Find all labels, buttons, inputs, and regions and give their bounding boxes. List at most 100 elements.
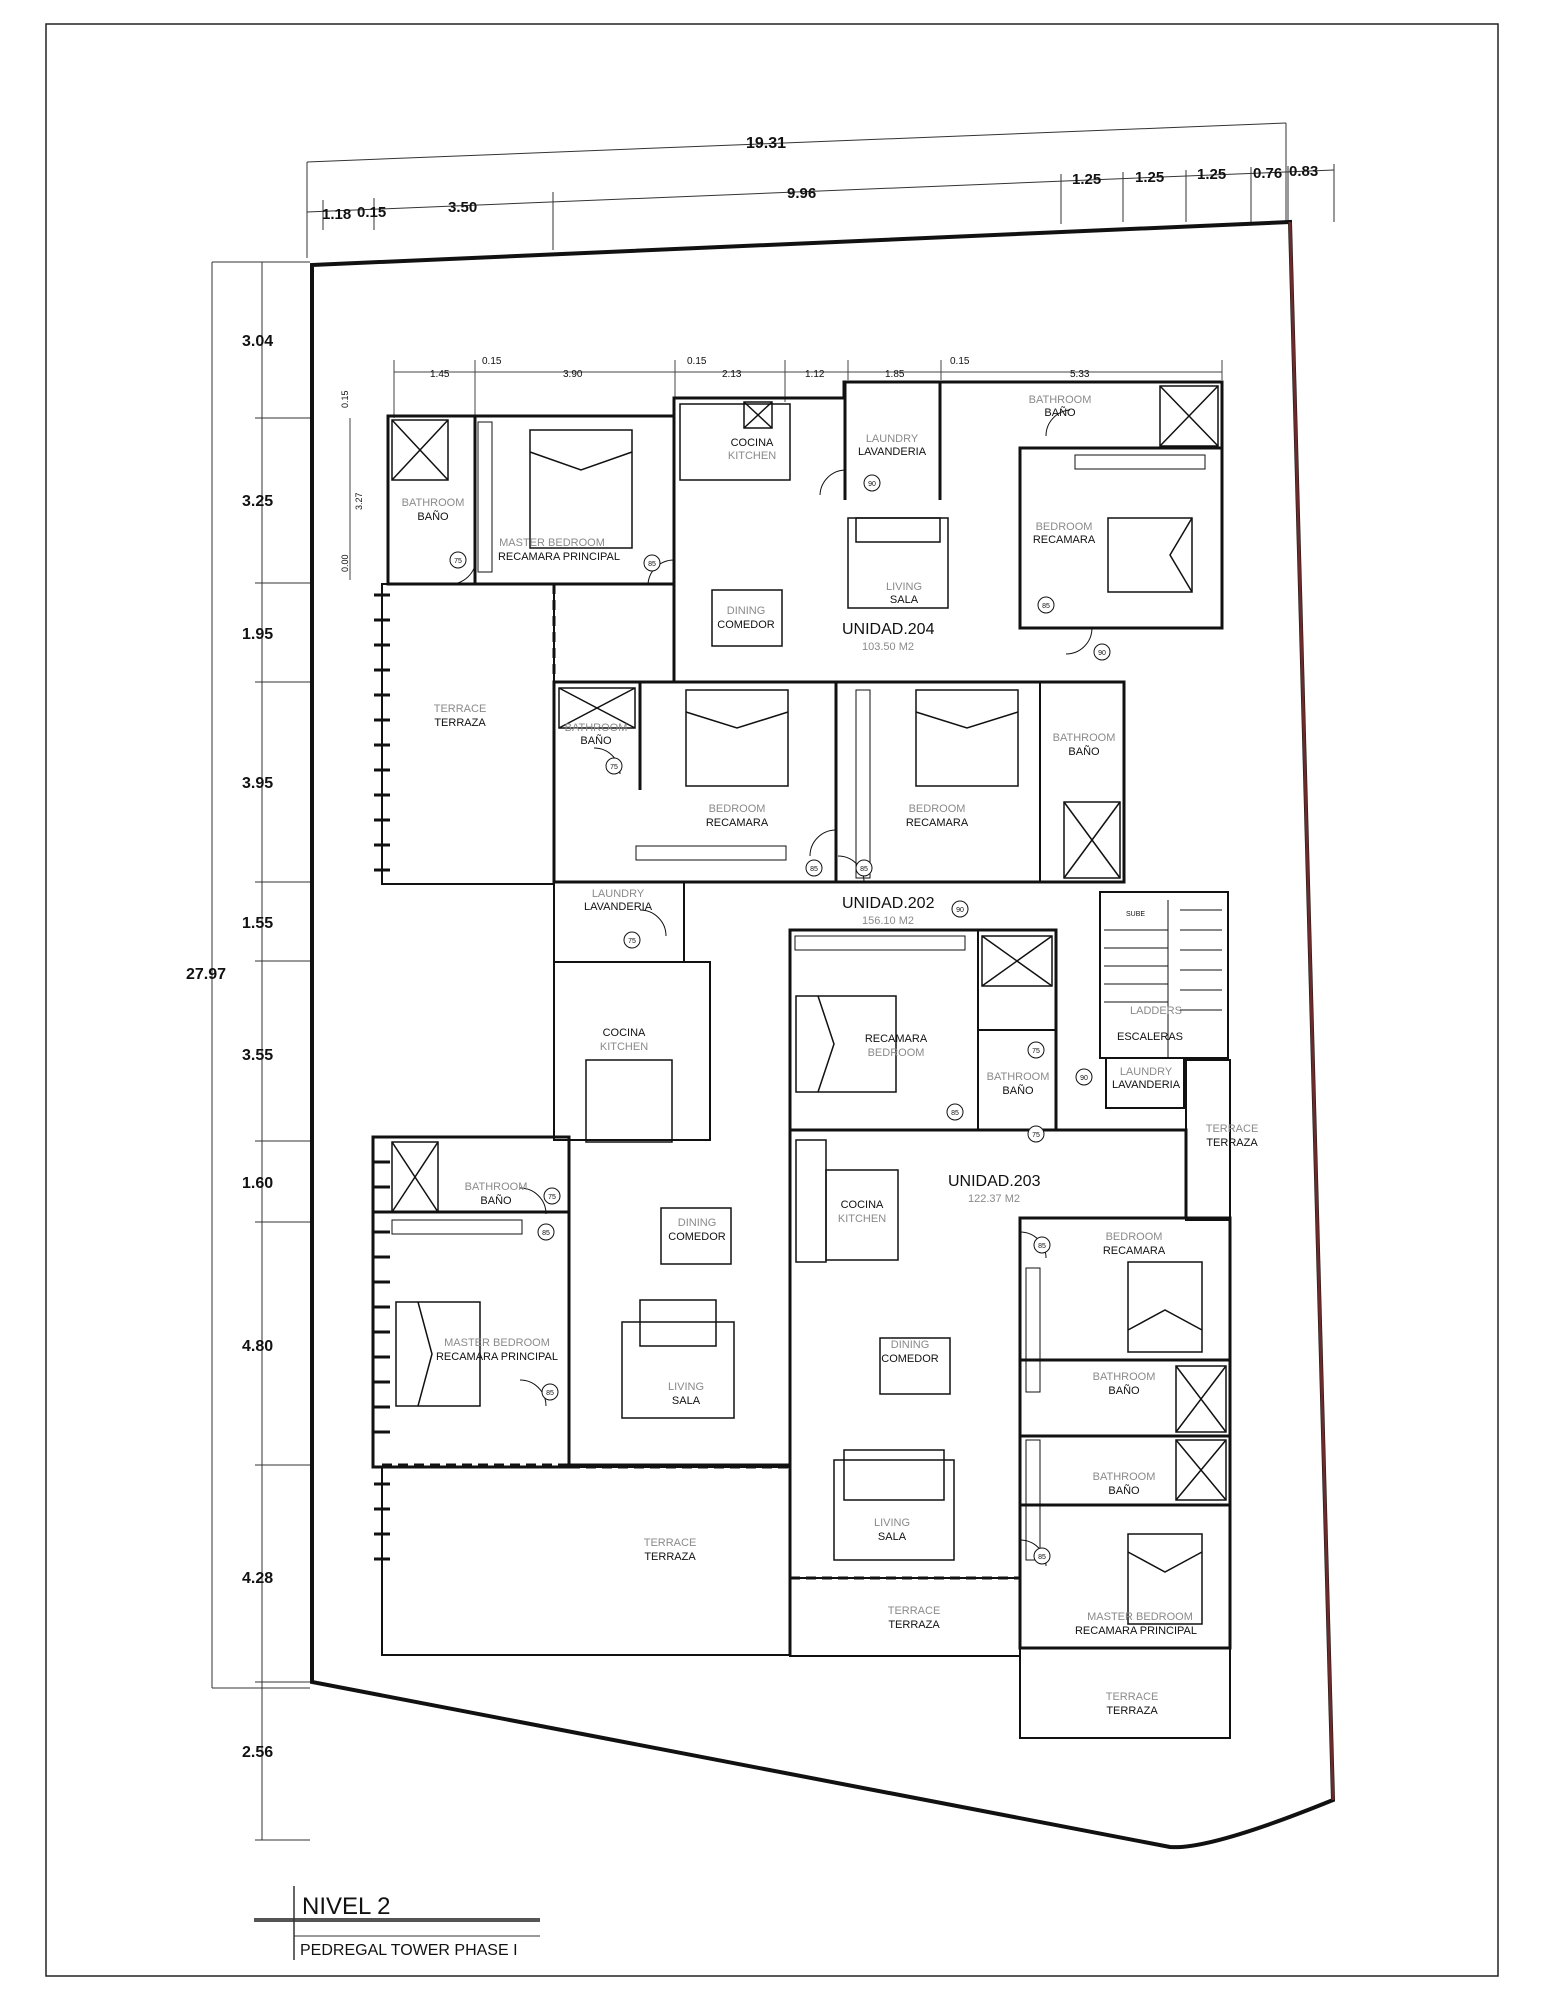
door-tags	[449, 474, 1111, 1565]
dim-top-seg-6: 1.25	[1197, 166, 1226, 183]
left-dimension-chain	[211, 261, 310, 1841]
unit-name: UNIDAD.204	[842, 621, 935, 638]
room-labels: BATHROOM BAÑO MASTER BEDROOM RECAMARA PR…	[402, 394, 1259, 1717]
room-label-en: LAUNDRY	[866, 433, 919, 445]
door-tag: 85	[542, 1230, 550, 1237]
room-label-en: MASTER BEDROOM	[499, 537, 605, 549]
door-tag: 90	[1080, 1075, 1088, 1082]
dim-inner-left-2: 0.00	[340, 554, 350, 572]
room-label-en: TERRACE	[888, 1605, 941, 1617]
dim-inner-4: 2.13	[722, 369, 742, 380]
room-label-en: BATHROOM	[1093, 1471, 1156, 1483]
dim-left-seg-0: 3.04	[242, 333, 273, 350]
beds	[395, 429, 1203, 1625]
kitchen-counters	[585, 403, 899, 1263]
dim-top-seg-4: 1.25	[1072, 171, 1101, 188]
room-label-es: TERRAZA	[1206, 1137, 1258, 1149]
door-tag: 85	[860, 866, 868, 873]
room-label-es: BAÑO	[580, 734, 612, 747]
door-tag-circle	[1075, 1068, 1093, 1086]
dim-inner-6: 1.85	[885, 369, 905, 380]
door-tag: 85	[810, 866, 818, 873]
room-label-en: KITCHEN	[728, 450, 776, 462]
door-tag: 85	[1038, 1243, 1046, 1250]
terrace-railings	[374, 593, 390, 1561]
stair-note: SUBE	[1126, 911, 1145, 918]
unit-labels: UNIDAD.204 103.50 M2 UNIDAD.202 156.10 M…	[842, 621, 1041, 1205]
door-tag: 90	[868, 481, 876, 488]
dim-inner-1: 0.15	[482, 356, 502, 367]
door-tag: 85	[1038, 1554, 1046, 1561]
wall-terrace-bottom-mid	[789, 1577, 1021, 1657]
door-tag: 75	[1032, 1132, 1040, 1139]
sofas	[621, 517, 955, 1561]
dim-top-seg-7: 0.76	[1253, 165, 1282, 182]
sliding-doors	[382, 584, 1228, 1650]
dim-left-segments: 3.04 3.25 1.95 3.95 1.55 3.55 1.60 4.80 …	[242, 333, 273, 1761]
door-tag-circle	[537, 1223, 555, 1241]
room-label-es: RECAMARA	[1033, 534, 1096, 546]
sheet-border	[45, 23, 1499, 1977]
dim-inner-2: 3.90	[563, 369, 583, 380]
dim-inner-left-1: 3.27	[354, 492, 364, 510]
unit-area: 103.50 M2	[862, 641, 914, 653]
dim-left-seg-8: 4.28	[242, 1570, 273, 1587]
door-tag: 75	[548, 1194, 556, 1201]
dim-top-seg-5: 1.25	[1135, 169, 1164, 186]
dim-top-seg-1: 0.15	[357, 204, 386, 221]
room-label-es: LAVANDERIA	[858, 446, 927, 458]
wall-u202-kitchen	[553, 961, 711, 1141]
unit-name: UNIDAD.202	[842, 895, 935, 912]
walls	[371, 380, 1232, 1739]
door-swings	[449, 409, 1093, 1567]
room-label-es: LAVANDERIA	[584, 901, 653, 913]
door-tag-circle	[805, 859, 823, 877]
room-label-es: BAÑO	[480, 1194, 512, 1207]
door-tag: 85	[546, 1390, 554, 1397]
dim-left-seg-2: 1.95	[242, 626, 273, 643]
door-tag-circle	[951, 900, 969, 918]
room-label-en: TERRACE	[1106, 1691, 1159, 1703]
room-label-es: SALA	[878, 1531, 907, 1543]
room-label-en: DINING	[727, 605, 766, 617]
project-title: PEDREGAL TOWER PHASE I	[300, 1942, 518, 1959]
dim-inner-7: 0.15	[950, 356, 970, 367]
door-tag-circle	[543, 1187, 561, 1205]
room-label-en: DINING	[678, 1217, 717, 1229]
room-label-es: TERRAZA	[888, 1619, 940, 1631]
dim-top-overall: 19.31	[746, 135, 786, 152]
dim-inner-3: 0.15	[687, 356, 707, 367]
dim-top-seg-2: 3.50	[448, 199, 477, 216]
door-tag-circle	[449, 551, 467, 569]
door-tag: 90	[956, 907, 964, 914]
dim-left-overall: 27.97	[186, 966, 226, 983]
room-label-es: LAVANDERIA	[1112, 1079, 1181, 1091]
stair-treads	[1104, 900, 1222, 1058]
room-label-es: TERRAZA	[1106, 1705, 1158, 1717]
door-tag-circle	[623, 931, 641, 949]
room-label-en: BEDROOM	[709, 803, 766, 815]
room-label-es: BAÑO	[1068, 745, 1100, 758]
room-label-en: TERRACE	[644, 1537, 697, 1549]
door-tag-circle	[855, 859, 873, 877]
room-label-en: LIVING	[668, 1381, 704, 1393]
door-tag-labels: 75 85 90 85 90 75 85 85 90 75 75 85 90 7…	[454, 481, 1106, 1561]
door-tag-circle	[605, 757, 623, 775]
wall-u203-bedrooms	[1018, 1216, 1232, 1650]
site-boundary	[310, 219, 1336, 1850]
door-tag: 85	[951, 1110, 959, 1117]
room-label-es: ESCALERAS	[1117, 1031, 1183, 1043]
room-label-en: MASTER BEDROOM	[1087, 1611, 1193, 1623]
room-label-es: TERRAZA	[434, 717, 486, 729]
room-label-en: BATHROOM	[1053, 732, 1116, 744]
wall-terrace-top	[381, 583, 555, 885]
unit-area: 122.37 M2	[968, 1193, 1020, 1205]
room-label-es: RECAMARA	[1103, 1245, 1166, 1257]
inner-dimension-strip	[349, 360, 1223, 580]
door-tag-circle	[1027, 1125, 1045, 1143]
room-label-es: COCINA	[731, 437, 774, 449]
inner-dimension-labels: 1.45 0.15 3.90 0.15 2.13 1.12 1.85 0.15 …	[340, 356, 1090, 572]
door-tag-circle	[1027, 1041, 1045, 1059]
room-label-es: BAÑO	[1002, 1084, 1034, 1097]
